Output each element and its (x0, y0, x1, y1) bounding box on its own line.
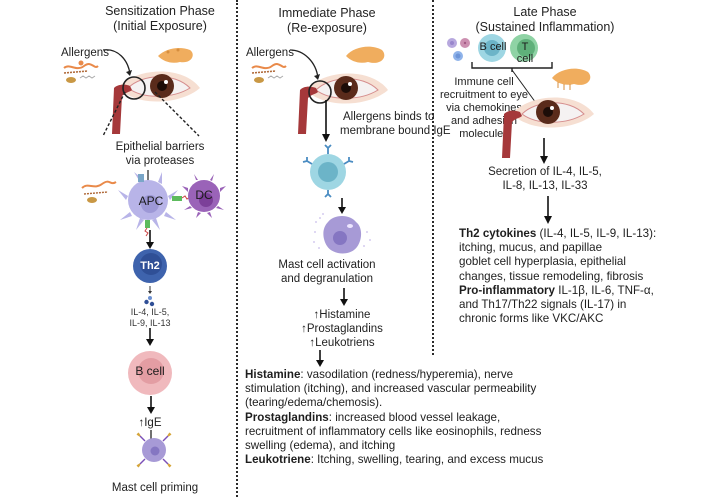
ige-bound-mast-cell (302, 144, 354, 198)
late-title-line2: (Sustained Inflammation) (475, 20, 615, 34)
histamine-effect: Histamine: vasodilation (redness/hyperem… (245, 368, 543, 382)
arrow-to-degranulation (338, 198, 346, 214)
arrow-to-mediators (340, 288, 348, 306)
prostaglandins-effect: Prostaglandins: increased blood vessel l… (245, 411, 543, 425)
activation-label-line1: Mast cell activation (278, 259, 376, 271)
immediate-allergens-label: Allergens (246, 47, 294, 59)
th2-cytokines-line3: goblet cell hyperplasia, epithelial (459, 255, 626, 269)
sensitization-title-line1: Sensitization Phase (105, 4, 215, 18)
arrow-bcell-to-ige (147, 396, 155, 414)
mediator-leukotriens: ↑Leukotriens (309, 337, 375, 349)
prostaglandins-line3: swelling (edema), and itching (245, 439, 396, 453)
proinflammatory-line1: Pro-inflammatory IL-1β, IL-6, TNF-α, (459, 284, 656, 298)
prostaglandins-line2: recruitment of inflammatory cells like e… (245, 424, 542, 438)
arrow-eye-to-secretion (540, 138, 548, 164)
recruitment-line4: and adhesion (450, 115, 518, 127)
histamine-line2: stimulation (itching), and increased vas… (245, 382, 537, 396)
proinflammatory-list: IL-1β, IL-6, TNF-α, (555, 283, 654, 297)
primed-mast-cell (136, 430, 172, 468)
apc-cell (81, 170, 226, 237)
th2-label: Th2 (140, 260, 160, 272)
leukotriene-effect: Leukotriene: Itching, swelling, tearing,… (245, 453, 543, 467)
sensitization-cytokines-line2: IL-9, IL-13 (129, 318, 171, 328)
phase-divider-1 (236, 0, 238, 497)
immediate-title-line2: (Re-exposure) (287, 21, 367, 35)
b-cell-label: B cell (135, 364, 165, 378)
th2-cytokines-line2: itching, mucus, and papillae (459, 241, 603, 255)
sensitization-cytokines-line1: IL-4, IL-5, (130, 307, 170, 317)
histamine-line1: : vasodilation (redness/hyperemia), nerv… (300, 368, 514, 381)
arrow-cytokines-to-bcell (146, 328, 154, 346)
binding-label-line2: membrane bound IgE (340, 125, 451, 137)
ige-label: ↑IgE (138, 417, 162, 429)
activation-label-line2: and degranulation (280, 273, 374, 285)
mediator-histamine: ↑Histamine (313, 309, 371, 321)
th2-cytokines-line4: changes, tissue remodeling, fibrosis (459, 269, 644, 283)
proinflammatory-term: Pro-inflammatory (459, 283, 555, 297)
late-effects-text: Th2 cytokines (IL-4, IL-5, IL-9, IL-13):… (459, 227, 656, 326)
th2-cytokines-line1: Th2 cytokines (IL-4, IL-5, IL-9, IL-13): (459, 227, 656, 241)
late-title-line1: Late Phase (513, 5, 577, 19)
zoom-funnel-lines (102, 91, 200, 137)
mediator-prostaglandins: ↑Prostaglandins (301, 323, 383, 335)
sensitization-title-line2: (Initial Exposure) (113, 19, 207, 33)
late-b-cell-label: B cell (479, 41, 507, 53)
apc-label: APC (138, 194, 164, 208)
th2-cytokines-list: (IL-4, IL-5, IL-9, IL-13): (536, 227, 657, 240)
prostaglandins-term: Prostaglandins (245, 410, 329, 424)
phase-divider-2 (432, 0, 434, 355)
leukotriene-term: Leukotriene (245, 453, 311, 467)
proinflammatory-line3: chronic forms like VKC/AKC (459, 312, 604, 326)
allergens-icon-2 (251, 63, 287, 83)
recruitment-text: Immune cell recruitment to eye via chemo… (436, 76, 532, 141)
recruitment-line5: molecules (459, 128, 509, 140)
th2-cell (133, 249, 167, 283)
immune-cells-group (447, 34, 553, 72)
b-cell (128, 351, 172, 395)
arrow-apc-to-th2 (146, 230, 154, 249)
recruitment-line3: via chemokines (446, 102, 522, 114)
eye-illustration-2 (289, 46, 388, 134)
recruitment-line1: Immune cell (454, 76, 514, 88)
eye-illustration-1 (102, 48, 200, 134)
binding-label-line1: Allergens binds to (343, 111, 435, 123)
degranulating-mast-cell (313, 213, 371, 254)
th2-cytokines-term: Th2 cytokines (459, 227, 537, 240)
mast-cell-priming-label: Mast cell priming (111, 482, 199, 494)
arrow-eye-to-basophil (322, 100, 330, 142)
epithelial-barrier-label-line1: Epithelial barriers (115, 141, 205, 153)
epithelial-barrier-label-line2: via proteases (125, 155, 195, 167)
allergens-label: Allergens (61, 47, 109, 59)
secretion-line1: Secretion of IL-4, IL-5, (488, 166, 602, 178)
cytokine-dots (144, 286, 155, 307)
immediate-title-line1: Immediate Phase (278, 6, 376, 20)
proinflammatory-line2: and Th17/Th22 signals (IL-17) in (459, 298, 627, 312)
dc-label: DC (195, 188, 213, 202)
mediator-effects-text: Histamine: vasodilation (redness/hyperem… (245, 368, 543, 467)
histamine-line3: (tearing/edema/chemosis). (245, 396, 383, 410)
prostaglandins-line1: : increased blood vessel leakage, (328, 410, 501, 424)
arrow-to-effects (316, 350, 324, 367)
secretion-line2: IL-8, IL-13, IL-33 (502, 180, 588, 192)
eye-illustration-3 (502, 68, 594, 158)
allergens-icon (63, 60, 99, 83)
late-t-cell-label: T cell (516, 41, 534, 65)
recruitment-line2: recruitment to eye (439, 89, 529, 101)
arrow-secretion-to-cytokines (544, 196, 552, 224)
histamine-term: Histamine (245, 368, 301, 381)
leukotriene-line1: : Itching, swelling, tearing, and excess… (310, 453, 544, 467)
